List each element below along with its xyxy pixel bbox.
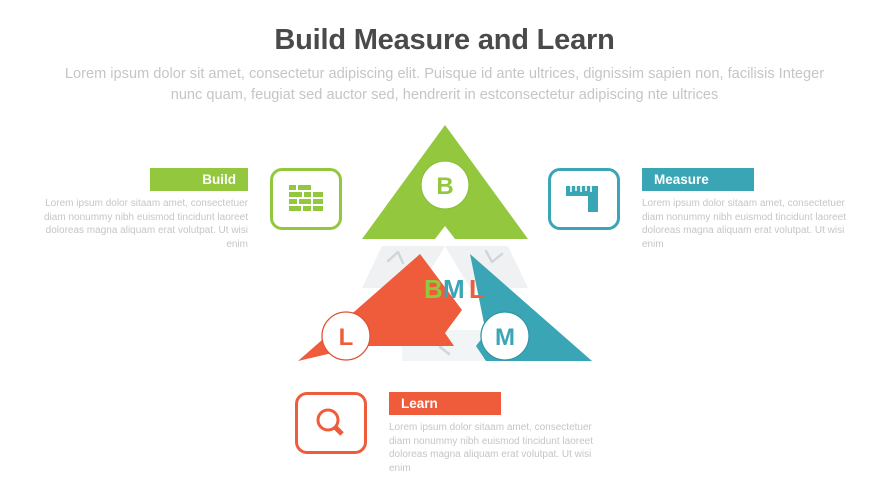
description-learn: Lorem ipsum dolor sitaam amet, consectet… xyxy=(389,422,593,474)
section-measure[interactable]: Measure Lorem ipsum dolor sitaam amet, c… xyxy=(548,168,860,251)
label-bar-build: Build xyxy=(150,168,248,191)
node-label-learn: L xyxy=(339,324,354,351)
node-marker-measure: M xyxy=(480,311,530,361)
section-build[interactable]: Build Lorem ipsum dolor sitaam amet, con… xyxy=(30,168,342,251)
magnifier-icon xyxy=(316,408,344,436)
center-bml-label: B M L xyxy=(424,274,485,304)
section-learn[interactable]: Learn Lorem ipsum dolor sitaam amet, con… xyxy=(295,392,607,475)
description-measure: Lorem ipsum dolor sitaam amet, consectet… xyxy=(642,198,846,250)
icon-box-measure[interactable] xyxy=(548,168,620,230)
bml-letter-m: M xyxy=(443,274,465,304)
chevron-up-left-icon xyxy=(386,250,405,265)
node-marker-build: B xyxy=(420,160,470,210)
chevron-down-right-icon xyxy=(484,249,504,264)
description-build: Lorem ipsum dolor sitaam amet, consectet… xyxy=(44,198,248,250)
node-label-measure: M xyxy=(495,324,515,351)
node-label-build: B xyxy=(436,173,453,200)
icon-box-learn[interactable] xyxy=(295,392,367,454)
page-title: Build Measure and Learn xyxy=(274,24,615,56)
ruler-square-icon xyxy=(566,186,598,212)
label-text-build: Build xyxy=(202,172,236,187)
label-bar-learn: Learn xyxy=(389,392,501,415)
node-marker-learn: L xyxy=(321,311,371,361)
label-text-measure: Measure xyxy=(654,172,709,187)
bml-letter-b: B xyxy=(424,274,443,304)
brick-wall-icon xyxy=(289,185,323,211)
icon-box-build[interactable] xyxy=(270,168,342,230)
connector-bands xyxy=(362,246,528,361)
bml-triangle-diagram: B M L B M L xyxy=(290,118,600,373)
page-subtitle: Lorem ipsum dolor sit amet, consectetur … xyxy=(64,66,825,103)
bml-letter-l: L xyxy=(469,274,485,304)
label-text-learn: Learn xyxy=(401,396,438,411)
label-bar-measure: Measure xyxy=(642,168,754,191)
